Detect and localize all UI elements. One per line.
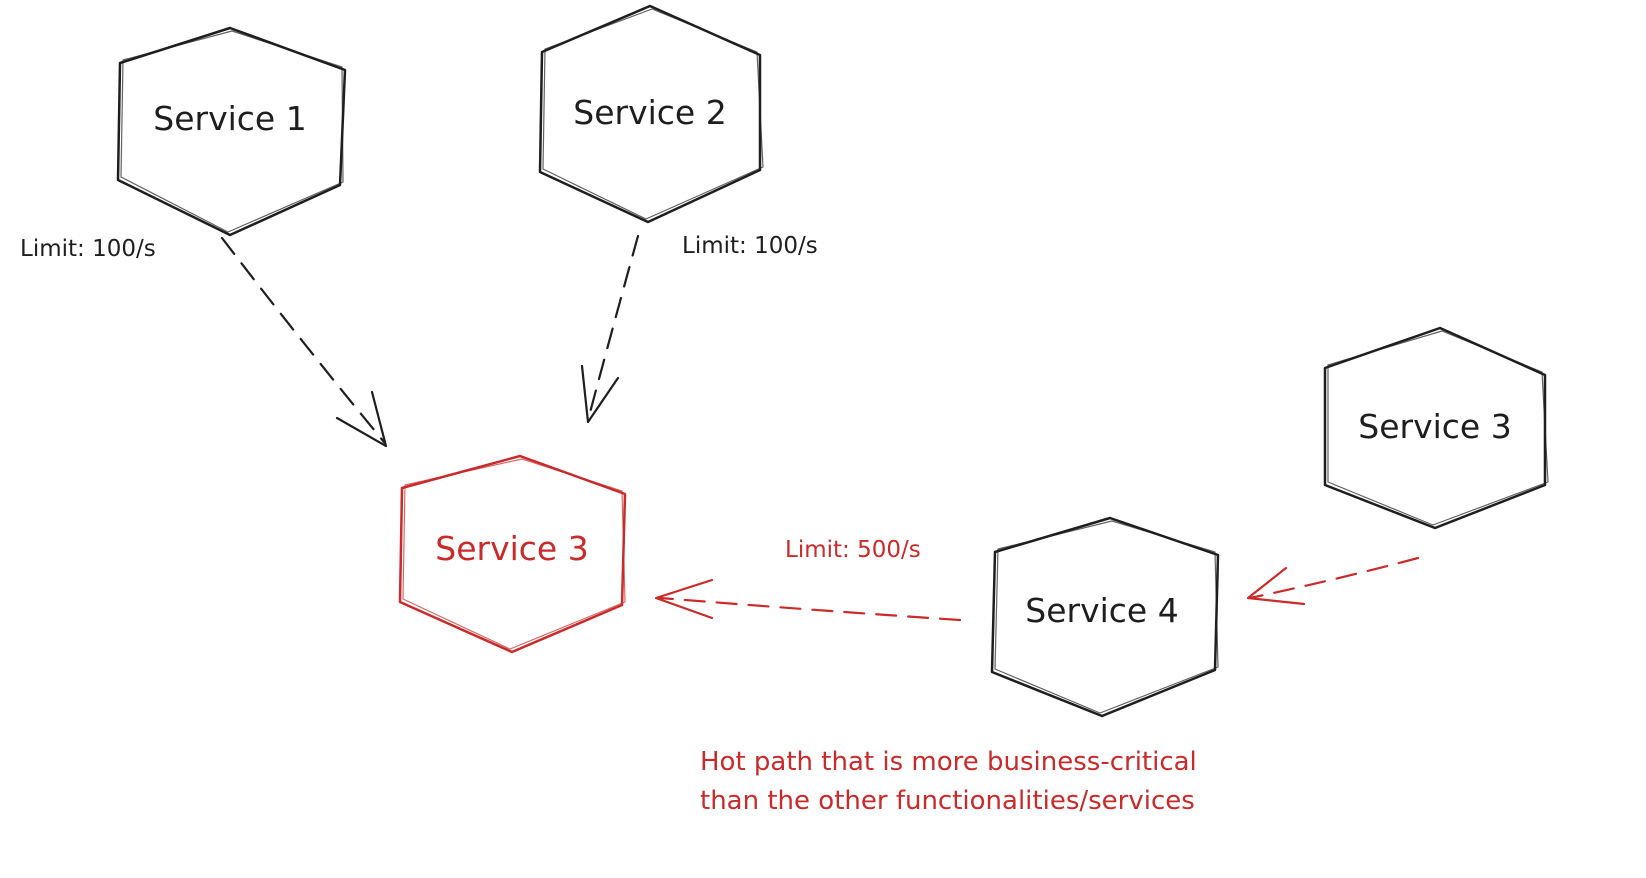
- edge-label: Limit: 500/s: [785, 537, 921, 563]
- note-line-1: Hot path that is more business-critical: [700, 747, 1197, 777]
- node-service-3-source[interactable]: Service 3: [1323, 326, 1549, 530]
- node-label: Service 1: [153, 99, 306, 138]
- node-label: Service 4: [1025, 591, 1178, 630]
- edge-service-2-to-service-3: Limit: 100/s: [580, 233, 818, 424]
- edge-service-1-to-service-3: Limit: 100/s: [20, 236, 388, 448]
- note-line-2: than the other functionalities/services: [700, 786, 1195, 816]
- node-label: Service 3: [435, 529, 588, 568]
- edge-service-4-to-service-3: Limit: 500/s: [654, 537, 962, 622]
- node-service-2[interactable]: Service 2: [538, 4, 764, 224]
- node-label: Service 3: [1358, 407, 1511, 446]
- edge-label: Limit: 100/s: [682, 233, 818, 259]
- node-service-3-target[interactable]: Service 3: [398, 454, 627, 654]
- node-label: Service 2: [573, 93, 726, 132]
- hot-path-note: Hot path that is more business-critical …: [700, 747, 1197, 816]
- node-service-4[interactable]: Service 4: [990, 516, 1220, 718]
- edge-service-3-to-service-4: [1246, 556, 1420, 606]
- node-service-1[interactable]: Service 1: [116, 26, 347, 237]
- edge-label: Limit: 100/s: [20, 236, 156, 262]
